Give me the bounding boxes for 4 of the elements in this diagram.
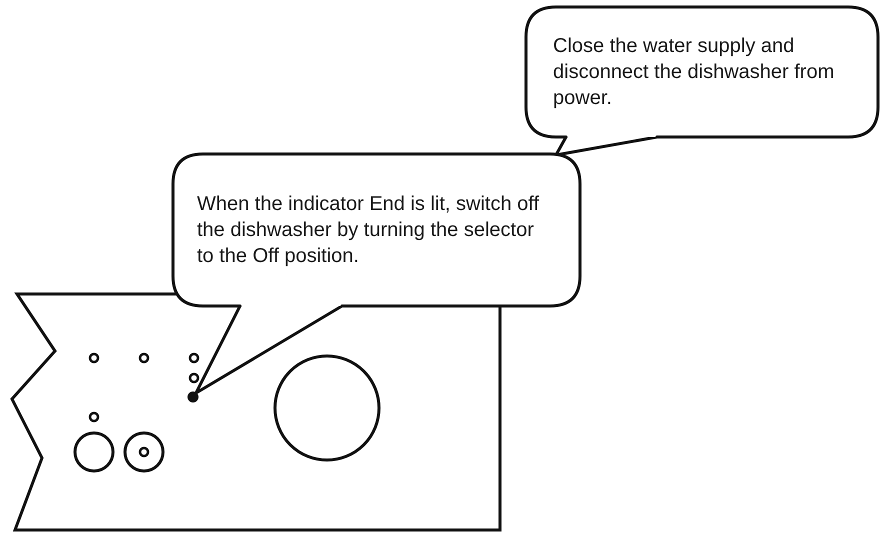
instruction-text: When the indicator End is lit, switch off the dishwasher by turning the selector to the Off position.	[197, 192, 540, 269]
speech-bubble-tail	[554, 136, 658, 156]
instruction-text: Close the water supply and disconnect the dishwasher from power.	[553, 34, 836, 111]
speech-bubble-tail	[194, 304, 344, 394]
